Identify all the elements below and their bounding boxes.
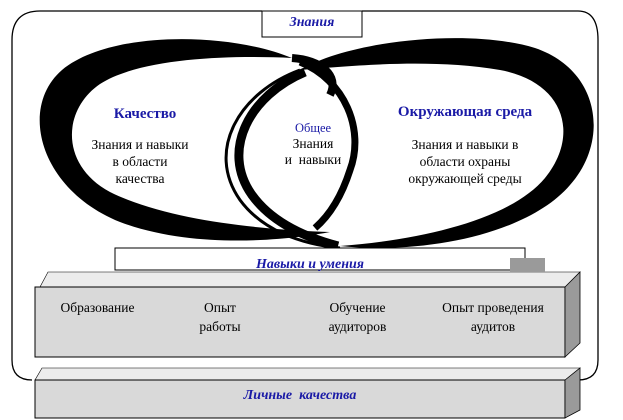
skill-item-auditor-training: Обучение аудиторов [305, 298, 410, 336]
skill-item-line: аудиторов [328, 319, 387, 334]
skills-tab-shadow [510, 258, 545, 272]
overlap-text-2: и навыки [284, 152, 342, 167]
skill-item-work-experience: Опыт работы [170, 298, 270, 336]
right-text-3: окружающей среды [408, 171, 522, 186]
right-text-1: Знания и навыки в [411, 137, 519, 152]
left-text-2: в области [112, 154, 168, 169]
left-text-1: Знания и навыки [91, 137, 189, 152]
title-label: Знания [289, 15, 335, 30]
right-heading: Окружающая среда [397, 104, 533, 120]
overlap-heading: Общее [294, 121, 332, 135]
skills-slab-back [39, 271, 581, 288]
skill-item-audit-experience: Опыт проведения аудитов [428, 298, 558, 336]
skills-title: Навыки и умения [256, 257, 364, 272]
personal-title: Личные качества [243, 388, 357, 403]
personal-slab-side [564, 367, 581, 419]
right-ring-arc [234, 67, 340, 251]
skill-item-line: Обучение [329, 300, 386, 315]
left-text-3: качества [115, 171, 165, 186]
skill-item-line: аудитов [470, 319, 516, 334]
outer-frame-right [362, 10, 599, 381]
personal-slab-front [34, 379, 566, 419]
skills-slab-front [34, 286, 566, 358]
personal-slab-top [34, 367, 581, 381]
overlap-text-1: Знания [292, 136, 334, 151]
skill-item-line: Образование [60, 300, 135, 315]
left-heading: Качество [113, 106, 177, 122]
title-box [261, 10, 363, 38]
skill-item-education: Образование [45, 298, 150, 317]
left-ring-arc [298, 58, 359, 231]
skill-item-line: работы [199, 319, 241, 334]
right-text-2: области охраны [419, 154, 511, 169]
skills-slab-side [564, 271, 581, 358]
skill-item-line: Опыт проведения [442, 300, 544, 315]
right-ring-arc-outer [224, 68, 341, 250]
left-ring-inner [291, 54, 337, 97]
skills-slab-top [114, 247, 526, 271]
right-crescent [300, 38, 594, 248]
outer-frame [11, 10, 262, 381]
skill-item-line: Опыт [204, 300, 236, 315]
